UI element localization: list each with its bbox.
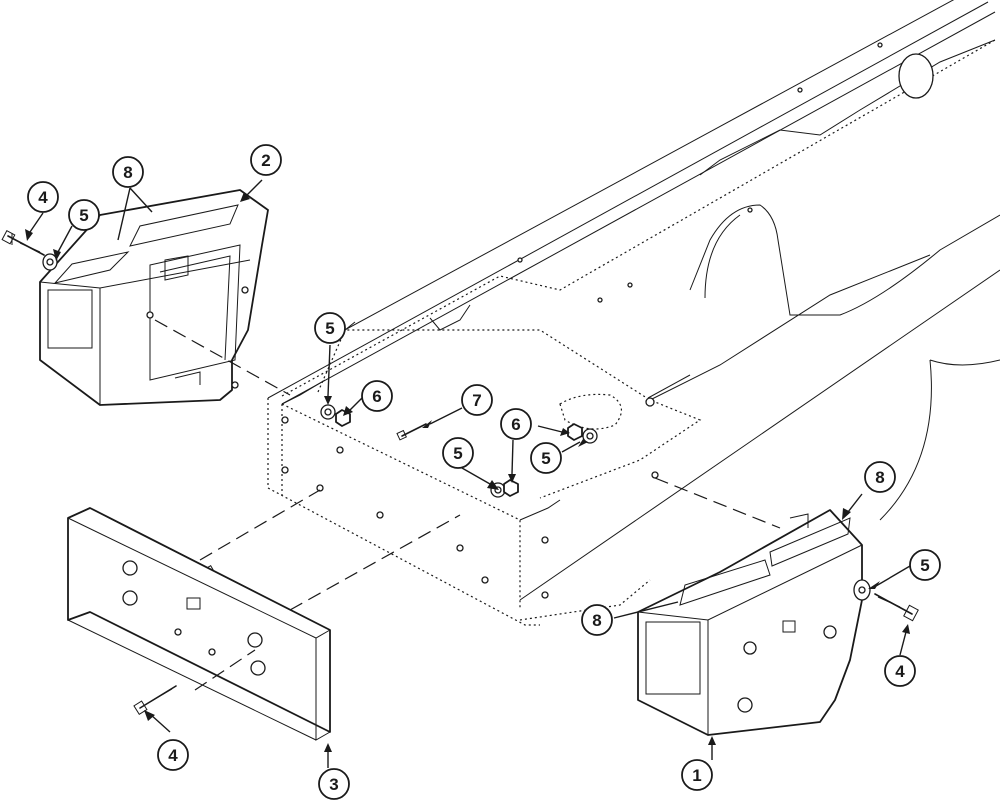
tractor-frame xyxy=(199,0,1000,626)
bolt-front-bottom xyxy=(133,685,177,716)
callout-2: 2 xyxy=(250,144,282,176)
callout-label: 8 xyxy=(592,611,601,630)
callout-label: 6 xyxy=(523,415,532,434)
decal-patch xyxy=(769,517,851,567)
callout-7: 7 xyxy=(461,384,493,416)
bolt-left-top xyxy=(1,230,45,256)
callout-label: 4 xyxy=(895,662,905,681)
callout-label: 5 xyxy=(79,206,88,225)
hardware-cluster-center xyxy=(490,479,519,498)
callout-label: 2 xyxy=(261,151,270,170)
callout-5-right: 5 xyxy=(909,549,941,581)
callout-5-frame-right: 5 xyxy=(530,442,562,474)
callout-label: 6 xyxy=(511,415,520,434)
callout-8-right-bottom: 8 xyxy=(581,604,613,636)
callout-4-left-top: 4 xyxy=(27,181,59,213)
callout-5-frame-left: 5 xyxy=(314,312,346,344)
callout-1: 1 xyxy=(681,759,713,791)
callout-label: 5 xyxy=(325,319,334,338)
callout-label: 8 xyxy=(123,163,132,182)
callout-label: 1 xyxy=(692,766,701,785)
decal-patch xyxy=(53,251,130,284)
frame-hole xyxy=(898,53,934,99)
bolt-right xyxy=(874,593,919,622)
callout-8-left: 8 xyxy=(112,156,144,188)
callout-label: 5 xyxy=(541,449,550,468)
callout-label: 5 xyxy=(453,444,462,463)
callout-6-frame-center: 6 xyxy=(500,408,532,440)
callout-label: 5 xyxy=(920,556,929,575)
decal-patch xyxy=(679,559,771,606)
right-side-weight xyxy=(637,509,863,736)
bolt-7 xyxy=(396,423,427,441)
callout-4-bottom: 4 xyxy=(157,739,189,771)
callout-label: 3 xyxy=(329,775,338,794)
callout-5-frame-center: 5 xyxy=(442,437,474,469)
hardware-cluster-right xyxy=(567,423,598,444)
decal-patch xyxy=(129,204,239,247)
callout-label: 4 xyxy=(168,746,178,765)
frame-bolt-holes xyxy=(281,42,883,599)
callout-5-left-top: 5 xyxy=(68,199,100,231)
callout-label: 4 xyxy=(38,188,48,207)
callout-6-frame-left: 6 xyxy=(361,380,393,412)
front-weight-plate xyxy=(67,507,331,741)
callout-label: 7 xyxy=(472,391,481,410)
callout-8-right-top: 8 xyxy=(864,461,896,493)
callout-label: 6 xyxy=(372,387,381,406)
leader-lines xyxy=(25,179,911,768)
callout-label: 8 xyxy=(875,468,884,487)
callout-4-right: 4 xyxy=(884,655,916,687)
callout-3: 3 xyxy=(318,768,350,800)
